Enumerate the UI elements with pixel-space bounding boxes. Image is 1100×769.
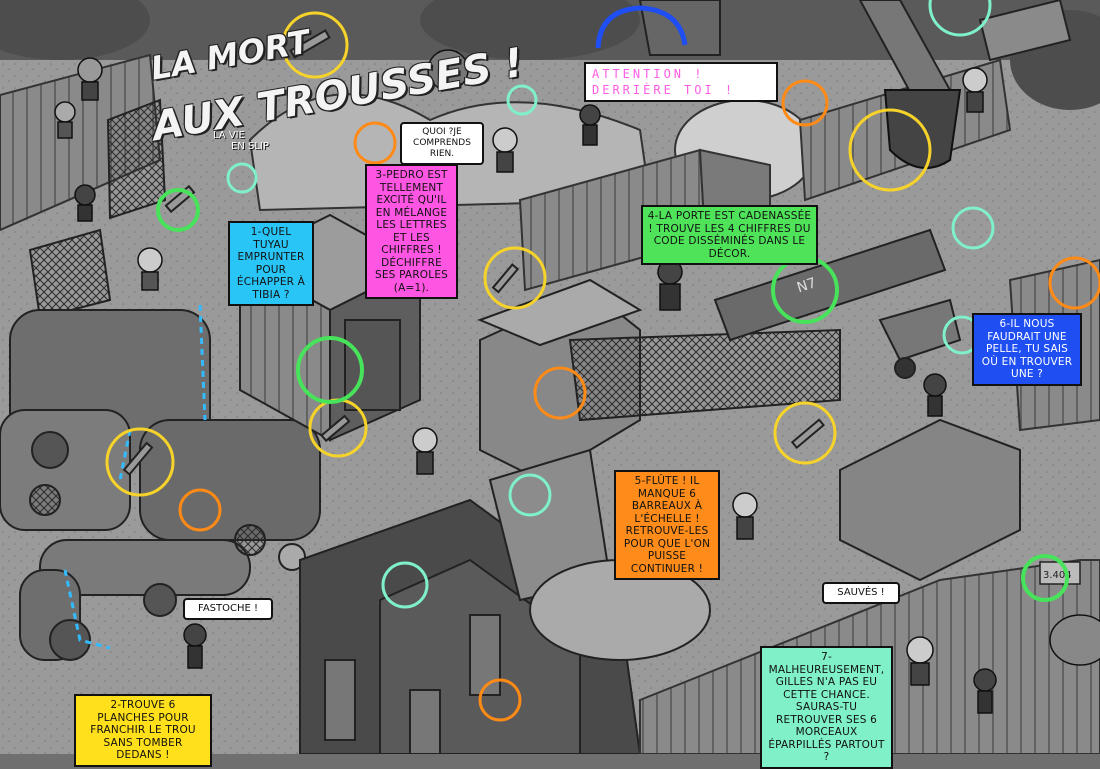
highlight-circle [353, 121, 397, 165]
speech-sauves: SAUVÉS ! [822, 582, 900, 604]
clue-6-box: 6-IL NOUS FAUDRAIT UNE PELLE, TU SAIS OÙ… [972, 313, 1082, 386]
green-circles [156, 188, 1069, 602]
character [973, 668, 997, 714]
page-subtitle: LA VIE EN SLIP [213, 130, 269, 152]
highlight-circle [508, 473, 552, 517]
character [77, 57, 103, 101]
clue-2-box: 2-TROUVE 6 PLANCHES POUR FRANCHIR LE TRO… [74, 694, 212, 767]
speech-attention: ATTENTION ! DERRIÈRE TOI ! [584, 62, 778, 102]
speech-quoi: QUOI ?JE COMPRENDS RIEN. [400, 122, 484, 165]
highlight-circle [506, 84, 538, 116]
subtitle-line2: EN SLIP [231, 141, 269, 152]
highlight-circle [483, 246, 547, 310]
attention-line2: DERRIÈRE TOI ! [592, 83, 736, 97]
highlight-circle [1048, 256, 1100, 310]
highlight-circle [773, 401, 837, 465]
fallen-fence [28, 228, 112, 320]
highlight-circle [105, 427, 175, 497]
character-group [54, 49, 1100, 714]
highlight-circle [381, 561, 429, 609]
character [74, 184, 96, 222]
concrete-post [324, 659, 356, 741]
character [923, 373, 947, 417]
attention-line1: ATTENTION ! [592, 67, 705, 81]
highlight-circle [951, 206, 995, 250]
bush [420, 0, 640, 60]
character [183, 623, 207, 669]
character [962, 67, 988, 113]
character [54, 101, 76, 139]
clue-1-box: 1-QUEL TUYAU EMPRUNTER POUR ÉCHAPPER À T… [228, 221, 314, 306]
character [427, 49, 469, 91]
pipe-maze [0, 309, 321, 661]
concrete-post [409, 689, 441, 754]
highlight-circle [478, 678, 522, 722]
yellow-circles [105, 11, 932, 497]
highlight-circle [156, 188, 200, 232]
truck-label: 3.404 [1043, 570, 1072, 581]
character [579, 104, 601, 146]
highlight-circle [848, 108, 932, 192]
orange-circles [178, 79, 1100, 722]
character [732, 492, 758, 540]
clue-4-box: 4-LA PORTE EST CADENASSÉE ! TROUVE LES 4… [641, 205, 818, 265]
tank-label: N7 [795, 275, 818, 296]
character [412, 427, 438, 475]
character [657, 259, 683, 311]
blue-circle [595, 5, 688, 49]
crate-door [344, 319, 401, 411]
scattered-planks [122, 29, 826, 476]
highlight-circle [533, 366, 587, 420]
subtitle-line1: LA VIE [213, 130, 245, 141]
bush [0, 0, 150, 60]
concrete-post [469, 614, 501, 696]
wheelbarrow [878, 298, 962, 379]
pipe-route-path [63, 304, 207, 650]
brick-stack-top [477, 278, 643, 347]
speech-fastoche: FASTOCHE ! [183, 598, 273, 620]
clue-5-box: 5-FLÛTE ! IL MANQUE 6 BARREAUX À L'ÉCHEL… [614, 470, 720, 580]
tank-tube [713, 228, 947, 342]
highlight-circle [595, 5, 688, 49]
lumber-pile [978, 0, 1072, 62]
character [492, 127, 518, 173]
highlight-circle [928, 0, 992, 37]
highlight-circle [1021, 554, 1069, 602]
highlight-circle [226, 162, 258, 194]
chain-gate [106, 98, 167, 220]
mint-circles [226, 0, 995, 609]
highlight-circle [178, 488, 222, 532]
brick-pallet-right [839, 418, 1021, 582]
monster [1049, 614, 1100, 666]
character [906, 636, 934, 686]
highlight-circle [781, 79, 829, 127]
clue-7-box: 7-MALHEUREUSEMENT, GILLES N'A PAS EU CET… [760, 646, 893, 769]
highlight-circle [281, 11, 349, 79]
clue-3-box: 3-PEDRO EST TELLEMENT EXCITÉ QU'IL EN MÉ… [365, 164, 458, 299]
highlight-circle [296, 336, 364, 404]
character [137, 247, 163, 291]
